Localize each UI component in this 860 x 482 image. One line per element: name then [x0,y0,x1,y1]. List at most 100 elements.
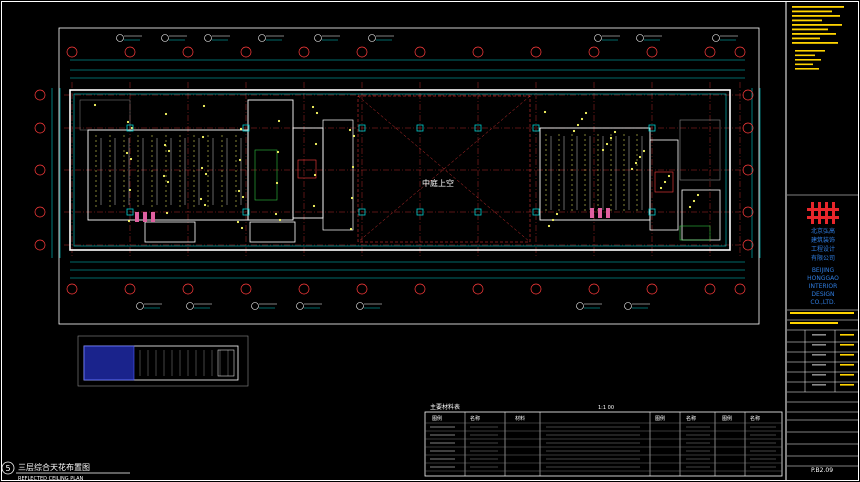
column-hatch [143,212,147,222]
downlight [125,151,129,155]
downlight [312,204,316,208]
downlight [241,195,245,199]
logo-line-en-0: BEIJING [812,267,835,274]
circle-icon [34,164,46,176]
note-bar [792,24,842,26]
downlight [692,199,696,203]
drawing-subtitle: REFLECTED CEILING PLAN [18,476,84,482]
downlight [128,188,132,192]
title-block-text-bar [812,334,826,336]
downlight [349,227,353,231]
downlight [638,155,642,159]
circle-icon [742,89,754,101]
downlight [239,127,243,131]
circle-icon [182,46,194,58]
logo-line-cn-1: 建筑装饰 [811,236,835,244]
column [126,208,134,216]
circle-icon [472,46,484,58]
downlight [275,181,279,185]
downlight [667,174,671,178]
title-block-text-bar [840,374,854,376]
column [474,208,482,216]
materials-col-0: 图例 [432,415,442,422]
downlight [605,142,609,146]
column-hatch [598,208,602,218]
logo-line-en-1: HONGGAO [807,275,839,282]
materials-table-grid [425,412,782,476]
downlight [580,117,584,121]
downlight [129,157,133,161]
materials-col-1: 名称 [470,415,480,422]
key-plan-details [139,349,235,377]
structural-columns [126,124,656,216]
circle-icon [34,89,46,101]
logo-line-cn-2: 工程设计 [811,245,835,253]
circle-icon [66,46,78,58]
column [648,124,656,132]
downlight [315,111,319,115]
column [358,208,366,216]
downlight [348,128,352,132]
drawing-number: 5 [5,464,10,473]
column [474,124,482,132]
section-markers [116,34,738,310]
materials-col-6: 名称 [750,415,760,422]
logo-line-en-2: INTERIOR [809,283,838,290]
central-void-label: 中庭上空 [422,178,454,188]
central-void [357,95,531,243]
materials-table-header: 图例 名称 材料 图例 名称 图例 名称 [432,415,760,422]
downlight [609,136,613,140]
downlight [543,110,547,114]
materials-col-4: 名称 [686,415,696,422]
circle-icon [646,46,658,58]
downlight [202,104,206,108]
circle-icon [704,283,716,295]
title-block-text-bar [840,334,854,336]
downlight [352,134,356,138]
column [416,124,424,132]
logo-line-cn-3: 有限公司 [811,254,835,262]
downlight [278,218,282,222]
circle-icon [646,283,658,295]
note-bar [792,6,844,8]
note-bar [792,28,828,31]
section-marker-icon [368,34,376,42]
materials-col-3: 图例 [655,415,665,422]
downlight [240,226,244,230]
downlight [351,165,355,169]
section-marker-icon [258,34,266,42]
downlight [551,218,555,222]
axis-bubbles [34,46,754,295]
title-block-notes [787,6,858,196]
downlight [201,135,205,139]
column [242,124,250,132]
title-block-text-bar [812,364,826,366]
logo-line-en-4: CO.,LTD. [810,299,835,306]
circle-icon [356,46,368,58]
hongggao-logo-icon [807,202,839,224]
downlight [696,193,700,197]
column-hatch [151,212,155,222]
drawing-title-block: 5 三层综合天花布置图 REFLECTED CEILING PLAN [1,461,130,482]
circle-icon [742,239,754,251]
column [532,124,540,132]
downlight [601,148,605,152]
circle-icon [240,283,252,295]
drawing-title: 三层综合天花布置图 [18,462,90,472]
note-bar [792,15,840,17]
note-bar [792,33,836,35]
key-plan-highlight [83,345,135,381]
downlight [127,219,131,223]
circle-icon [704,46,716,58]
circle-icon [34,206,46,218]
section-marker-icon [204,34,212,42]
circle-icon [414,283,426,295]
column [416,208,424,216]
column [648,208,656,216]
downlight [276,150,280,154]
downlight [613,130,617,134]
downlight [547,224,551,228]
circle-icon [356,283,368,295]
section-marker-icon [251,302,259,310]
